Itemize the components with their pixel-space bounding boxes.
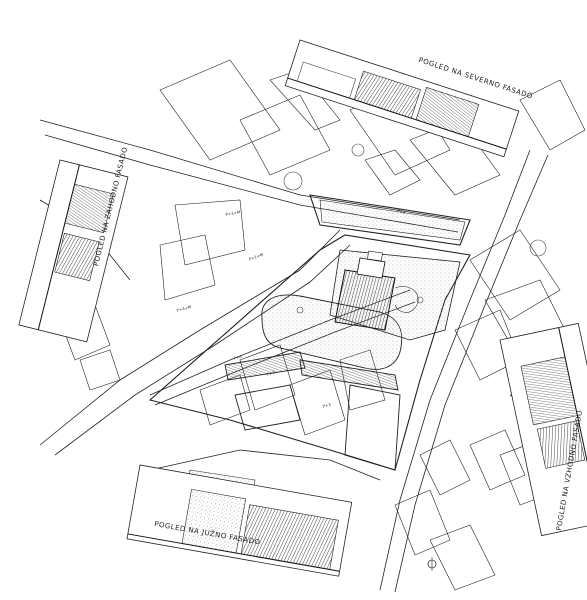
central-building — [334, 250, 419, 331]
east-facade-elevation — [499, 322, 587, 537]
north-arrow-icon — [427, 557, 437, 571]
west-facade-elevation — [18, 159, 129, 343]
site-parcel — [148, 194, 471, 471]
street-row-buildings — [224, 351, 401, 471]
south-facade-elevation — [126, 464, 353, 577]
north-facade-elevation — [284, 39, 520, 158]
